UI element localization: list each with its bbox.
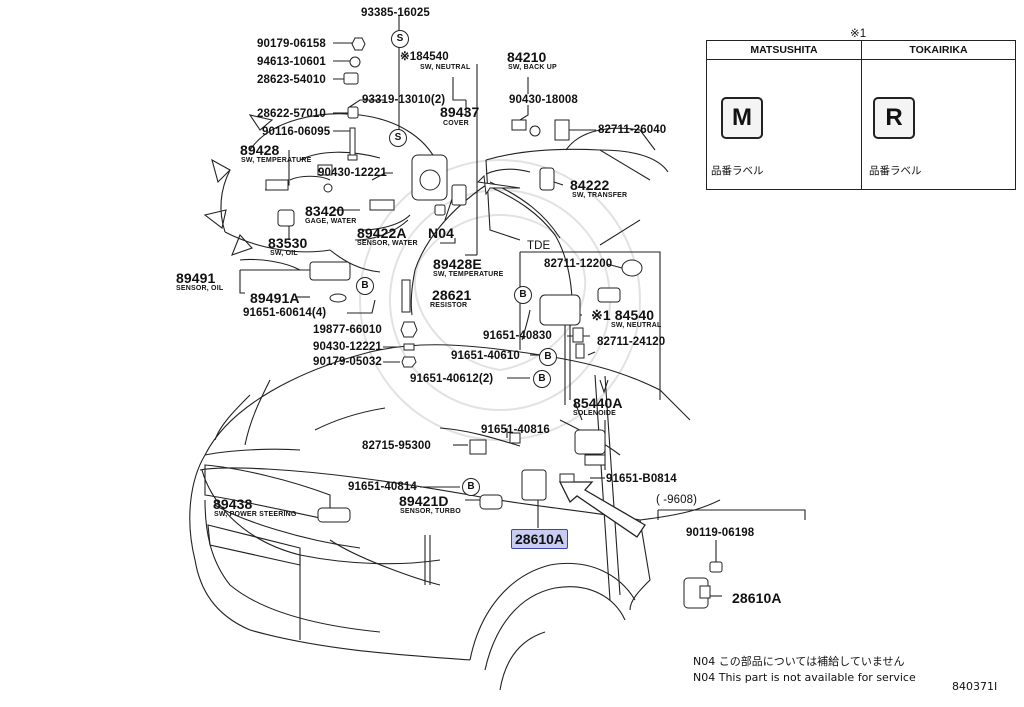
part-85440A[interactable]: 85440A xyxy=(573,395,623,411)
part-91651-40814[interactable]: 91651-40814 xyxy=(348,481,417,493)
matsushita-logo-icon: M xyxy=(721,97,763,139)
badge-b-2: B xyxy=(514,286,532,304)
sub-resistor: RESISTOR xyxy=(430,302,468,309)
part-91651-40830[interactable]: 91651-40830 xyxy=(483,330,552,342)
part-94613-10601[interactable]: 94613-10601 xyxy=(257,56,326,68)
sub-sensor-turbo: SENSOR, TURBO xyxy=(400,508,461,515)
part-28621[interactable]: 28621 xyxy=(432,287,472,303)
sub-solenoide: SOLENOIDE xyxy=(573,410,617,417)
part-89491A[interactable]: 89491A xyxy=(250,290,300,306)
part-91651-B0814[interactable]: 91651-B0814 xyxy=(606,473,677,485)
part-28622-57010[interactable]: 28622-57010 xyxy=(257,108,326,120)
badge-s-1: S xyxy=(391,30,409,48)
sub-sw-neutral: SW, NEUTRAL xyxy=(420,64,471,71)
part-90430-12221-a[interactable]: 90430-12221 xyxy=(318,167,387,179)
badge-b-4: B xyxy=(533,370,551,388)
sub-cover: COVER xyxy=(443,120,469,127)
sub-gage-water: GAGE, WATER xyxy=(305,218,357,225)
ref-marker: ※1 xyxy=(850,28,867,40)
sub-sw-temperature-a: SW, TEMPERATURE xyxy=(241,157,312,164)
part-89428[interactable]: 89428 xyxy=(240,142,280,158)
col-tokairika: TOKAIRIKA xyxy=(862,41,1015,60)
badge-b-1: B xyxy=(356,277,374,295)
sub-sw-temperature-b: SW, TEMPERATURE xyxy=(433,271,504,278)
part-93319-13010[interactable]: 93319-13010(2) xyxy=(362,94,446,106)
tokairika-logo-icon: R xyxy=(873,97,915,139)
badge-b-3: B xyxy=(539,348,557,366)
part-28610A-highlighted[interactable]: 28610A xyxy=(511,529,569,549)
part-28610A-inset[interactable]: 28610A xyxy=(732,590,782,606)
part-90119-06198[interactable]: 90119-06198 xyxy=(686,527,755,539)
part-82715-95300[interactable]: 82715-95300 xyxy=(362,440,431,452)
part-number-label-1: 品番ラベル xyxy=(711,165,764,177)
part-91651-40612[interactable]: 91651-40612(2) xyxy=(410,373,494,385)
part-91651-40816[interactable]: 91651-40816 xyxy=(481,424,550,436)
part-89428E[interactable]: 89428E xyxy=(433,256,482,272)
part-93385-16025[interactable]: 93385-16025 xyxy=(361,7,430,19)
part-28623-54010[interactable]: 28623-54010 xyxy=(257,74,326,86)
tde-label: TDE xyxy=(527,240,551,252)
part-84540-neutral[interactable]: ※1 84540 xyxy=(591,307,655,323)
part-89438[interactable]: 89438 xyxy=(213,496,253,512)
sub-sw-oil: SW, OIL xyxy=(270,250,298,257)
col-matsushita: MATSUSHITA xyxy=(707,41,862,60)
sub-sw-transfer: SW, TRANSFER xyxy=(572,192,628,199)
part-89421D[interactable]: 89421D xyxy=(399,493,449,509)
part-91651-40610[interactable]: 91651-40610 xyxy=(451,350,520,362)
part-number-label-2: 品番ラベル xyxy=(869,165,922,177)
part-83530[interactable]: 83530 xyxy=(268,235,308,251)
sub-sw-back-up: SW, BACK UP xyxy=(508,64,557,71)
part-90179-05032[interactable]: 90179-05032 xyxy=(313,356,382,368)
badge-b-5: B xyxy=(462,478,480,496)
part-N04[interactable]: N04 xyxy=(428,225,454,241)
part-84210[interactable]: 84210 xyxy=(507,49,547,65)
part-91651-60614[interactable]: 91651-60614(4) xyxy=(243,307,327,319)
part-89437[interactable]: 89437 xyxy=(440,104,480,120)
date-range-label: ( -9608) xyxy=(656,494,698,506)
part-89491[interactable]: 89491 xyxy=(176,270,216,286)
part-90430-18008[interactable]: 90430-18008 xyxy=(509,94,578,106)
sub-sensor-water: SENSOR, WATER xyxy=(357,240,418,247)
part-90116-06095[interactable]: 90116-06095 xyxy=(262,126,331,138)
part-90179-06158[interactable]: 90179-06158 xyxy=(257,38,326,50)
part-19877-66010[interactable]: 19877-66010 xyxy=(313,324,382,336)
sub-sensor-oil: SENSOR, OIL xyxy=(176,285,224,292)
note-english: N04 This part is not available for servi… xyxy=(693,671,916,684)
note-japanese: N04 この部品については補給していません xyxy=(693,655,905,668)
sub-sw-power-steering: SW, POWER STEERING xyxy=(214,511,297,518)
part-82711-26040[interactable]: 82711-26040 xyxy=(598,124,667,136)
part-89422A[interactable]: 89422A xyxy=(357,225,407,241)
part-82711-24120[interactable]: 82711-24120 xyxy=(597,336,666,348)
badge-s-2: S xyxy=(389,129,407,147)
part-83420[interactable]: 83420 xyxy=(305,203,345,219)
sub-sw-neutral-b: SW, NEUTRAL xyxy=(611,322,662,329)
part-184540[interactable]: ※184540 xyxy=(400,51,449,63)
diagram-code: 840371I xyxy=(952,680,998,693)
manufacturer-reference-box: MATSUSHITA TOKAIRIKA M R 品番ラベル 品番ラベル xyxy=(706,40,1016,190)
part-82711-12200[interactable]: 82711-12200 xyxy=(544,258,613,270)
part-84222[interactable]: 84222 xyxy=(570,177,610,193)
part-90430-12221-b[interactable]: 90430-12221 xyxy=(313,341,382,353)
